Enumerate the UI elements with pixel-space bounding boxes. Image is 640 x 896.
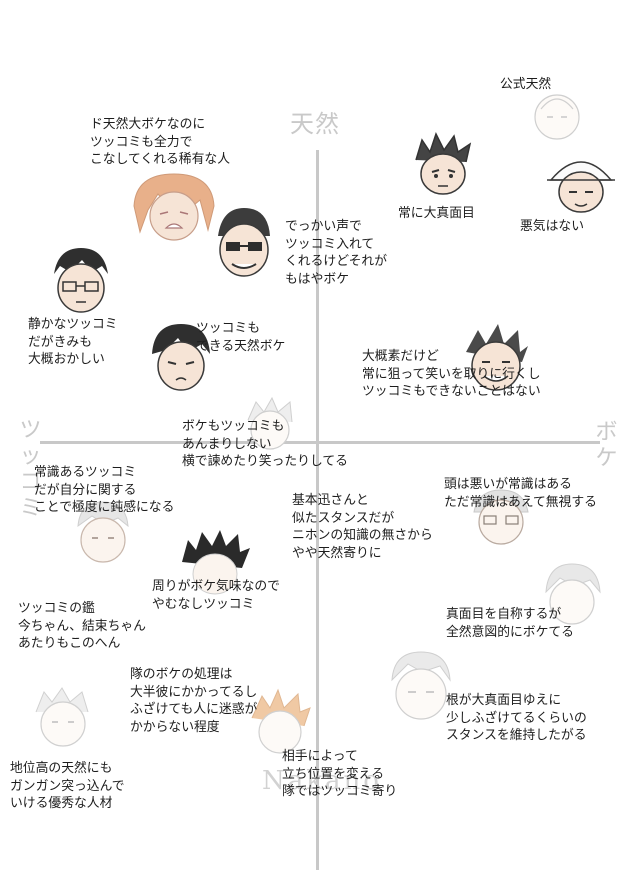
note-dekkai-koe: でっかい声で ツッコミ入れて くれるけどそれが もはやボケ [285, 219, 387, 287]
face-sketch-messy-hair [178, 528, 252, 598]
note-atama-warui: 頭は悪いが常識はある ただ常識はあえて無視する [444, 477, 597, 510]
note-tsukkomi-kagami: ツッコミの鑑 今ちゃん、結束ちゃん あたりもこのへん [18, 601, 146, 651]
face-sketch-glasses-right [468, 488, 534, 548]
face-sketch-spiky-dark [408, 130, 478, 200]
note-koushiki-tennen: 公式天然 [500, 77, 552, 92]
note-sonshi: ド天然大ボケなのに ツッコミも全力で こなしてくれる稀有な人 [90, 117, 230, 167]
note-shizuka: 静かなツッコミ だがきみも 大概おかしい [28, 317, 118, 367]
vertical-axis [316, 150, 319, 870]
note-aite-ni-yotte: 相手によって 立ち位置を変える 隊ではツッコミ寄り [282, 749, 398, 799]
note-chii-daka: 地位高の天然にも ガンガン突っ込んで いける優秀な人材 [10, 761, 125, 811]
face-sketch-glasses-quiet [48, 246, 114, 316]
note-akui: 悪気はない [520, 219, 584, 234]
face-sketch-spiky-light [248, 688, 312, 756]
note-tsune-ni-majime: 常に大真面目 [398, 206, 475, 221]
face-sketch-faint-bottom-right [384, 650, 458, 724]
note-tai-no-boke: 隊のボケの処理は 大半彼にかかってるし ふざけても人に迷惑が かからない程度 [130, 667, 258, 735]
axis-label-left: ツッコミ [19, 418, 43, 521]
horizontal-axis [40, 441, 600, 444]
face-sketch-spiky-grin [458, 322, 532, 394]
face-sketch-light-center [242, 396, 298, 452]
note-ne-ga-majime: 根が大真面目ゆえに 少しふざけてるくらいの スタンスを維持したがる [446, 693, 587, 743]
face-sketch-glasses-big [210, 206, 278, 282]
face-sketch-hat [545, 150, 617, 220]
face-sketch-dark-hair [148, 322, 214, 394]
note-taigai-su: 大概素だけど 常に狙って笑いを取りに行くし ツッコミもできないことはない [362, 349, 541, 399]
axis-label-right: ボケ [595, 420, 619, 471]
note-kihon-jin: 基本迅さんと 似たスタンスだが ニホンの知識の無さから やや天然寄りに [292, 493, 433, 561]
note-mawari-boke: 周りがボケ気味なので やむなしツッコミ [152, 579, 280, 612]
note-majime-jishou: 真面目を自称するが 全然意図的にボケてる [446, 607, 574, 640]
face-sketch-faint [527, 85, 587, 145]
note-dekiru-tennen: ツッコミも できる天然ボケ [196, 321, 286, 354]
face-sketch-faint-bottom-left [30, 684, 96, 750]
axis-label-bottom: Nakano [262, 766, 382, 796]
axis-label-top: 天然 [290, 110, 340, 138]
note-joushiki-aru: 常識あるツッコミ だが自分に関する ことで極度に鈍感になる [34, 465, 175, 515]
face-sketch-faint-left [70, 498, 136, 566]
face-sketch-faint-right [540, 562, 604, 626]
face-sketch-orange-hair [128, 170, 220, 248]
note-boke-mo-tsukkomi-mo: ボケもツッコミも あんまりしない 横で諫めたり笑ったりしてる [182, 419, 348, 469]
